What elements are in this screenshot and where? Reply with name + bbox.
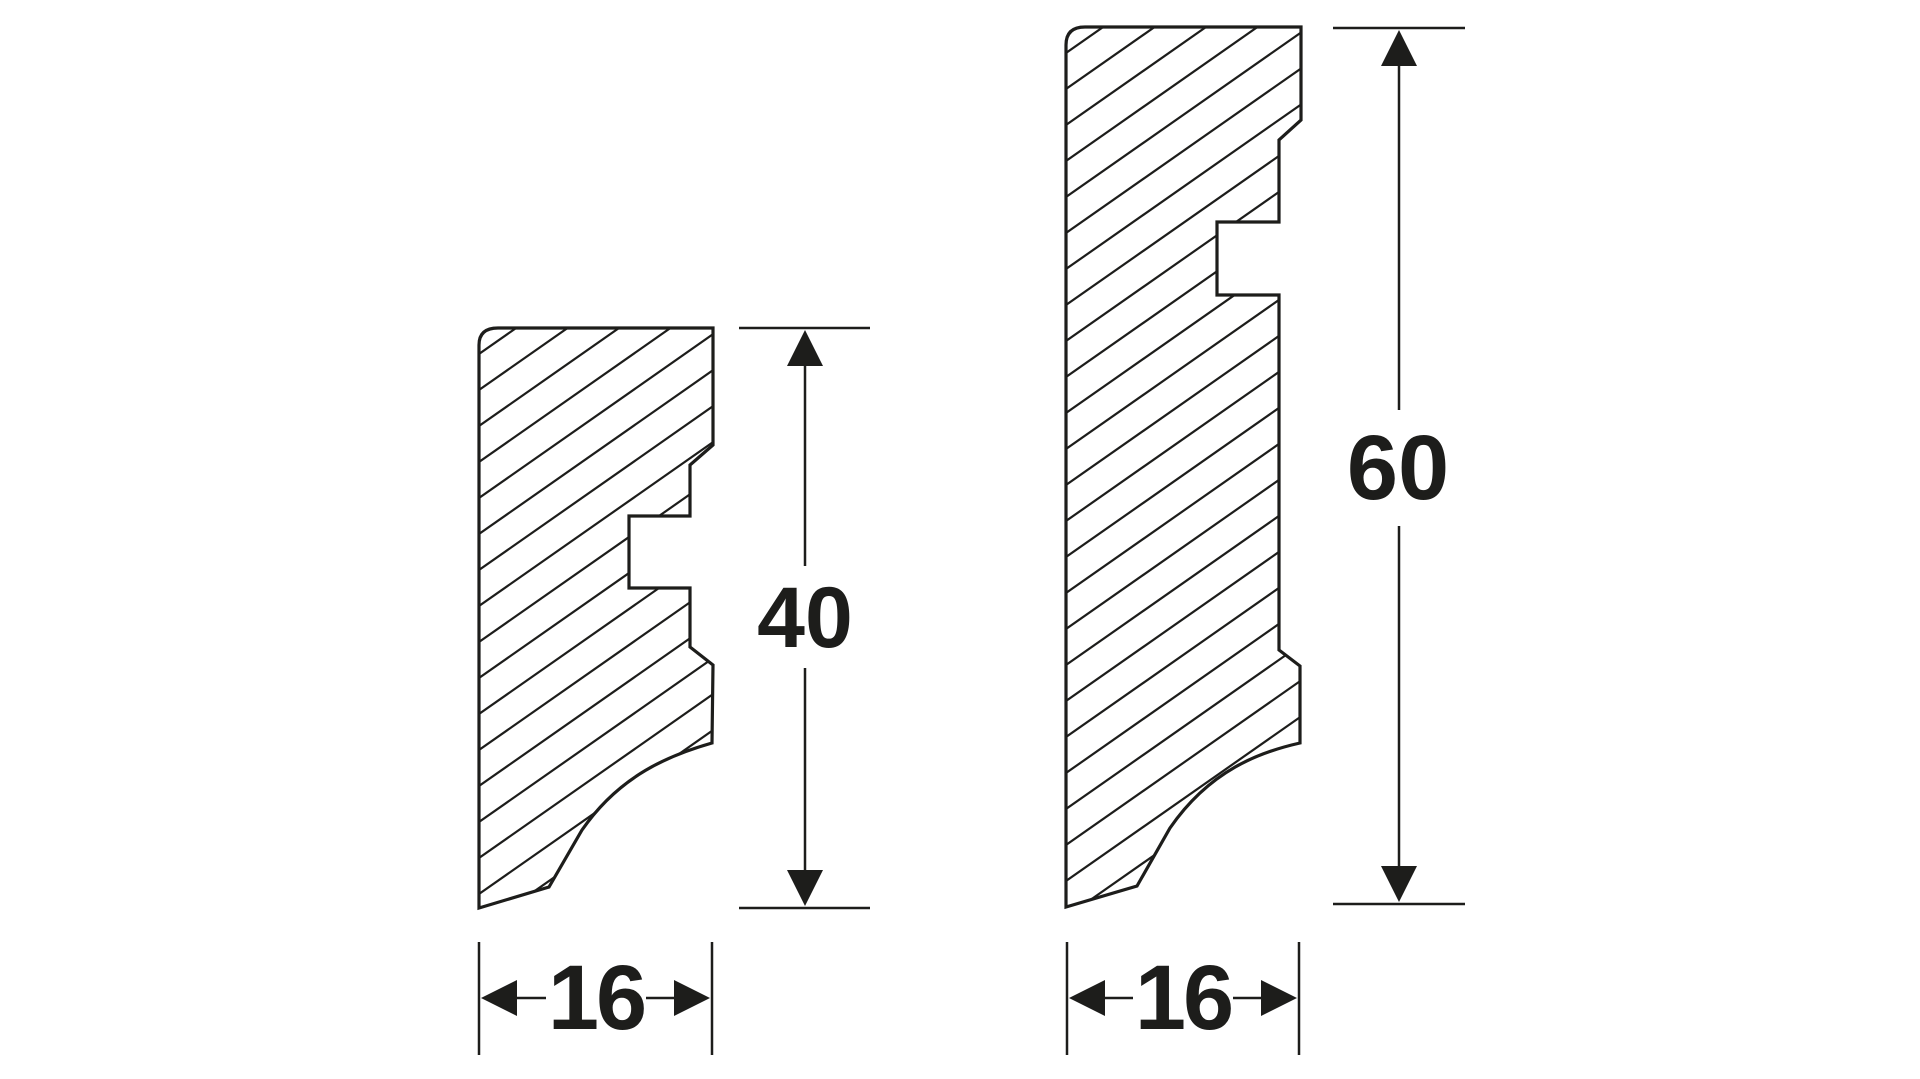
profile-60-group — [1064, 25, 1465, 1055]
profile-60-height-dimension — [1333, 26, 1465, 906]
height-label-60: 60 — [1346, 417, 1450, 519]
profile-40-width-dimension — [477, 942, 714, 1055]
profile-40-hatch — [479, 328, 713, 908]
profile-60-hatch — [1066, 27, 1301, 907]
profile-40-outline — [477, 326, 715, 911]
profile-40-height-dimension — [739, 326, 870, 910]
profile-60-outline — [1064, 25, 1303, 910]
profile-60-width-dimension — [1065, 942, 1301, 1055]
height-label-40: 40 — [757, 570, 853, 666]
width-label-16-right: 16 — [1134, 947, 1234, 1049]
width-label-16-left: 16 — [547, 947, 647, 1049]
